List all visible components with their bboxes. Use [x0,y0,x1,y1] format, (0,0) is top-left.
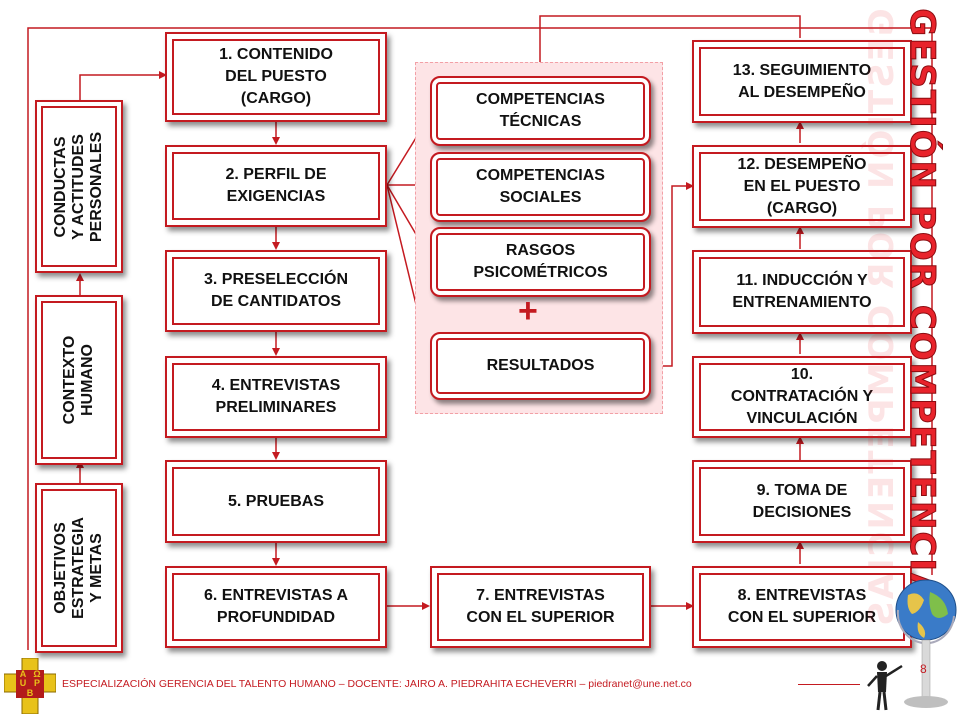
competencias-sociales-box: COMPETENCIAS SOCIALES [430,152,651,222]
step-1-box: 1. CONTENIDO DEL PUESTO (CARGO) [165,32,387,122]
vertical-title: GESTIÓN POR COMPETENCIAS [902,8,943,629]
step-7-label: 7. ENTREVISTAS CON EL SUPERIOR [466,587,615,626]
rasgos-psicometricos-box: RASGOS PSICOMÉTRICOS [430,227,651,297]
competencias-tecnicas-label: COMPETENCIAS TÉCNICAS [476,91,605,130]
step-13-box: 13. SEGUIMIENTO AL DESEMPEÑO [692,40,912,123]
page-number: 8 [920,662,927,676]
step-2-box: 2. PERFIL DE EXIGENCIAS [165,145,387,227]
logo-letter-a: A [19,669,27,679]
step-8-box: 8. ENTREVISTAS CON EL SUPERIOR [692,566,912,648]
step-11-label: 11. INDUCCIÓN Y ENTRENAMIENTO [732,272,872,311]
competencias-tecnicas-box: COMPETENCIAS TÉCNICAS [430,76,651,146]
contexto-humano-label: CONTEXTO HUMANO [61,335,96,425]
contexto-humano-box: CONTEXTO HUMANO [35,295,123,465]
step-10-label: 10. CONTRATACIÓN Y VINCULACIÓN [730,366,874,427]
resultados-box: RESULTADOS [430,332,651,400]
step-6-label: 6. ENTREVISTAS A PROFUNDIDAD [203,587,349,626]
step-3-box: 3. PRESELECCIÓN DE CANTIDATOS [165,250,387,332]
step-6-box: 6. ENTREVISTAS A PROFUNDIDAD [165,566,387,648]
step-12-box: 12. DESEMPEÑO EN EL PUESTO (CARGO) [692,145,912,228]
university-logo: A Ω U P B [3,657,57,715]
conductas-label: CONDUCTAS Y ACTITUDES PERSONALES [52,131,105,242]
step-9-box: 9. TOMA DE DECISIONES [692,460,912,543]
logo-letter-b: B [26,687,34,698]
logo-letter-p: P [33,678,40,689]
step-4-box: 4. ENTREVISTAS PRELIMINARES [165,356,387,438]
title-reflection: GESTIÓN POR COMPETENCIAS [862,8,902,628]
step-7-box: 7. ENTREVISTAS CON EL SUPERIOR [430,566,651,648]
objetivos-box: OBJETIVOS ESTRATEGIA Y METAS [35,483,123,653]
competencias-sociales-label: COMPETENCIAS SOCIALES [476,167,605,206]
footer-divider [798,684,860,685]
logo-letter-u: U [19,678,27,689]
objetivos-label: OBJETIVOS ESTRATEGIA Y METAS [52,517,105,619]
footer-text: ESPECIALIZACIÓN GERENCIA DEL TALENTO HUM… [62,678,692,690]
globe-figure-illustration [867,579,957,711]
step-9-label: 9. TOMA DE DECISIONES [752,481,852,521]
resultados-label: RESULTADOS [486,357,595,374]
step-3-label: 3. PRESELECCIÓN DE CANTIDATOS [203,271,349,310]
step-1-label: 1. CONTENIDO DEL PUESTO (CARGO) [219,46,333,107]
step-5-box: 5. PRUEBAS [165,460,387,543]
conductas-box: CONDUCTAS Y ACTITUDES PERSONALES [35,100,123,273]
step-13-label: 13. SEGUIMIENTO AL DESEMPEÑO [732,61,872,101]
rasgos-psicometricos-label: RASGOS PSICOMÉTRICOS [473,242,608,281]
step-10-box: 10. CONTRATACIÓN Y VINCULACIÓN [692,356,912,438]
plus-sign: + [518,292,538,330]
step-11-box: 11. INDUCCIÓN Y ENTRENAMIENTO [692,250,912,334]
step-8-label: 8. ENTREVISTAS CON EL SUPERIOR [727,587,877,626]
logo-letters: A Ω U P B [16,669,44,698]
step-12-label: 12. DESEMPEÑO EN EL PUESTO (CARGO) [737,155,867,217]
step-5-label: 5. PRUEBAS [227,492,325,510]
step-2-label: 2. PERFIL DE EXIGENCIAS [225,166,327,205]
step-4-label: 4. ENTREVISTAS PRELIMINARES [211,377,341,416]
logo-letter-omega: Ω [33,669,41,679]
